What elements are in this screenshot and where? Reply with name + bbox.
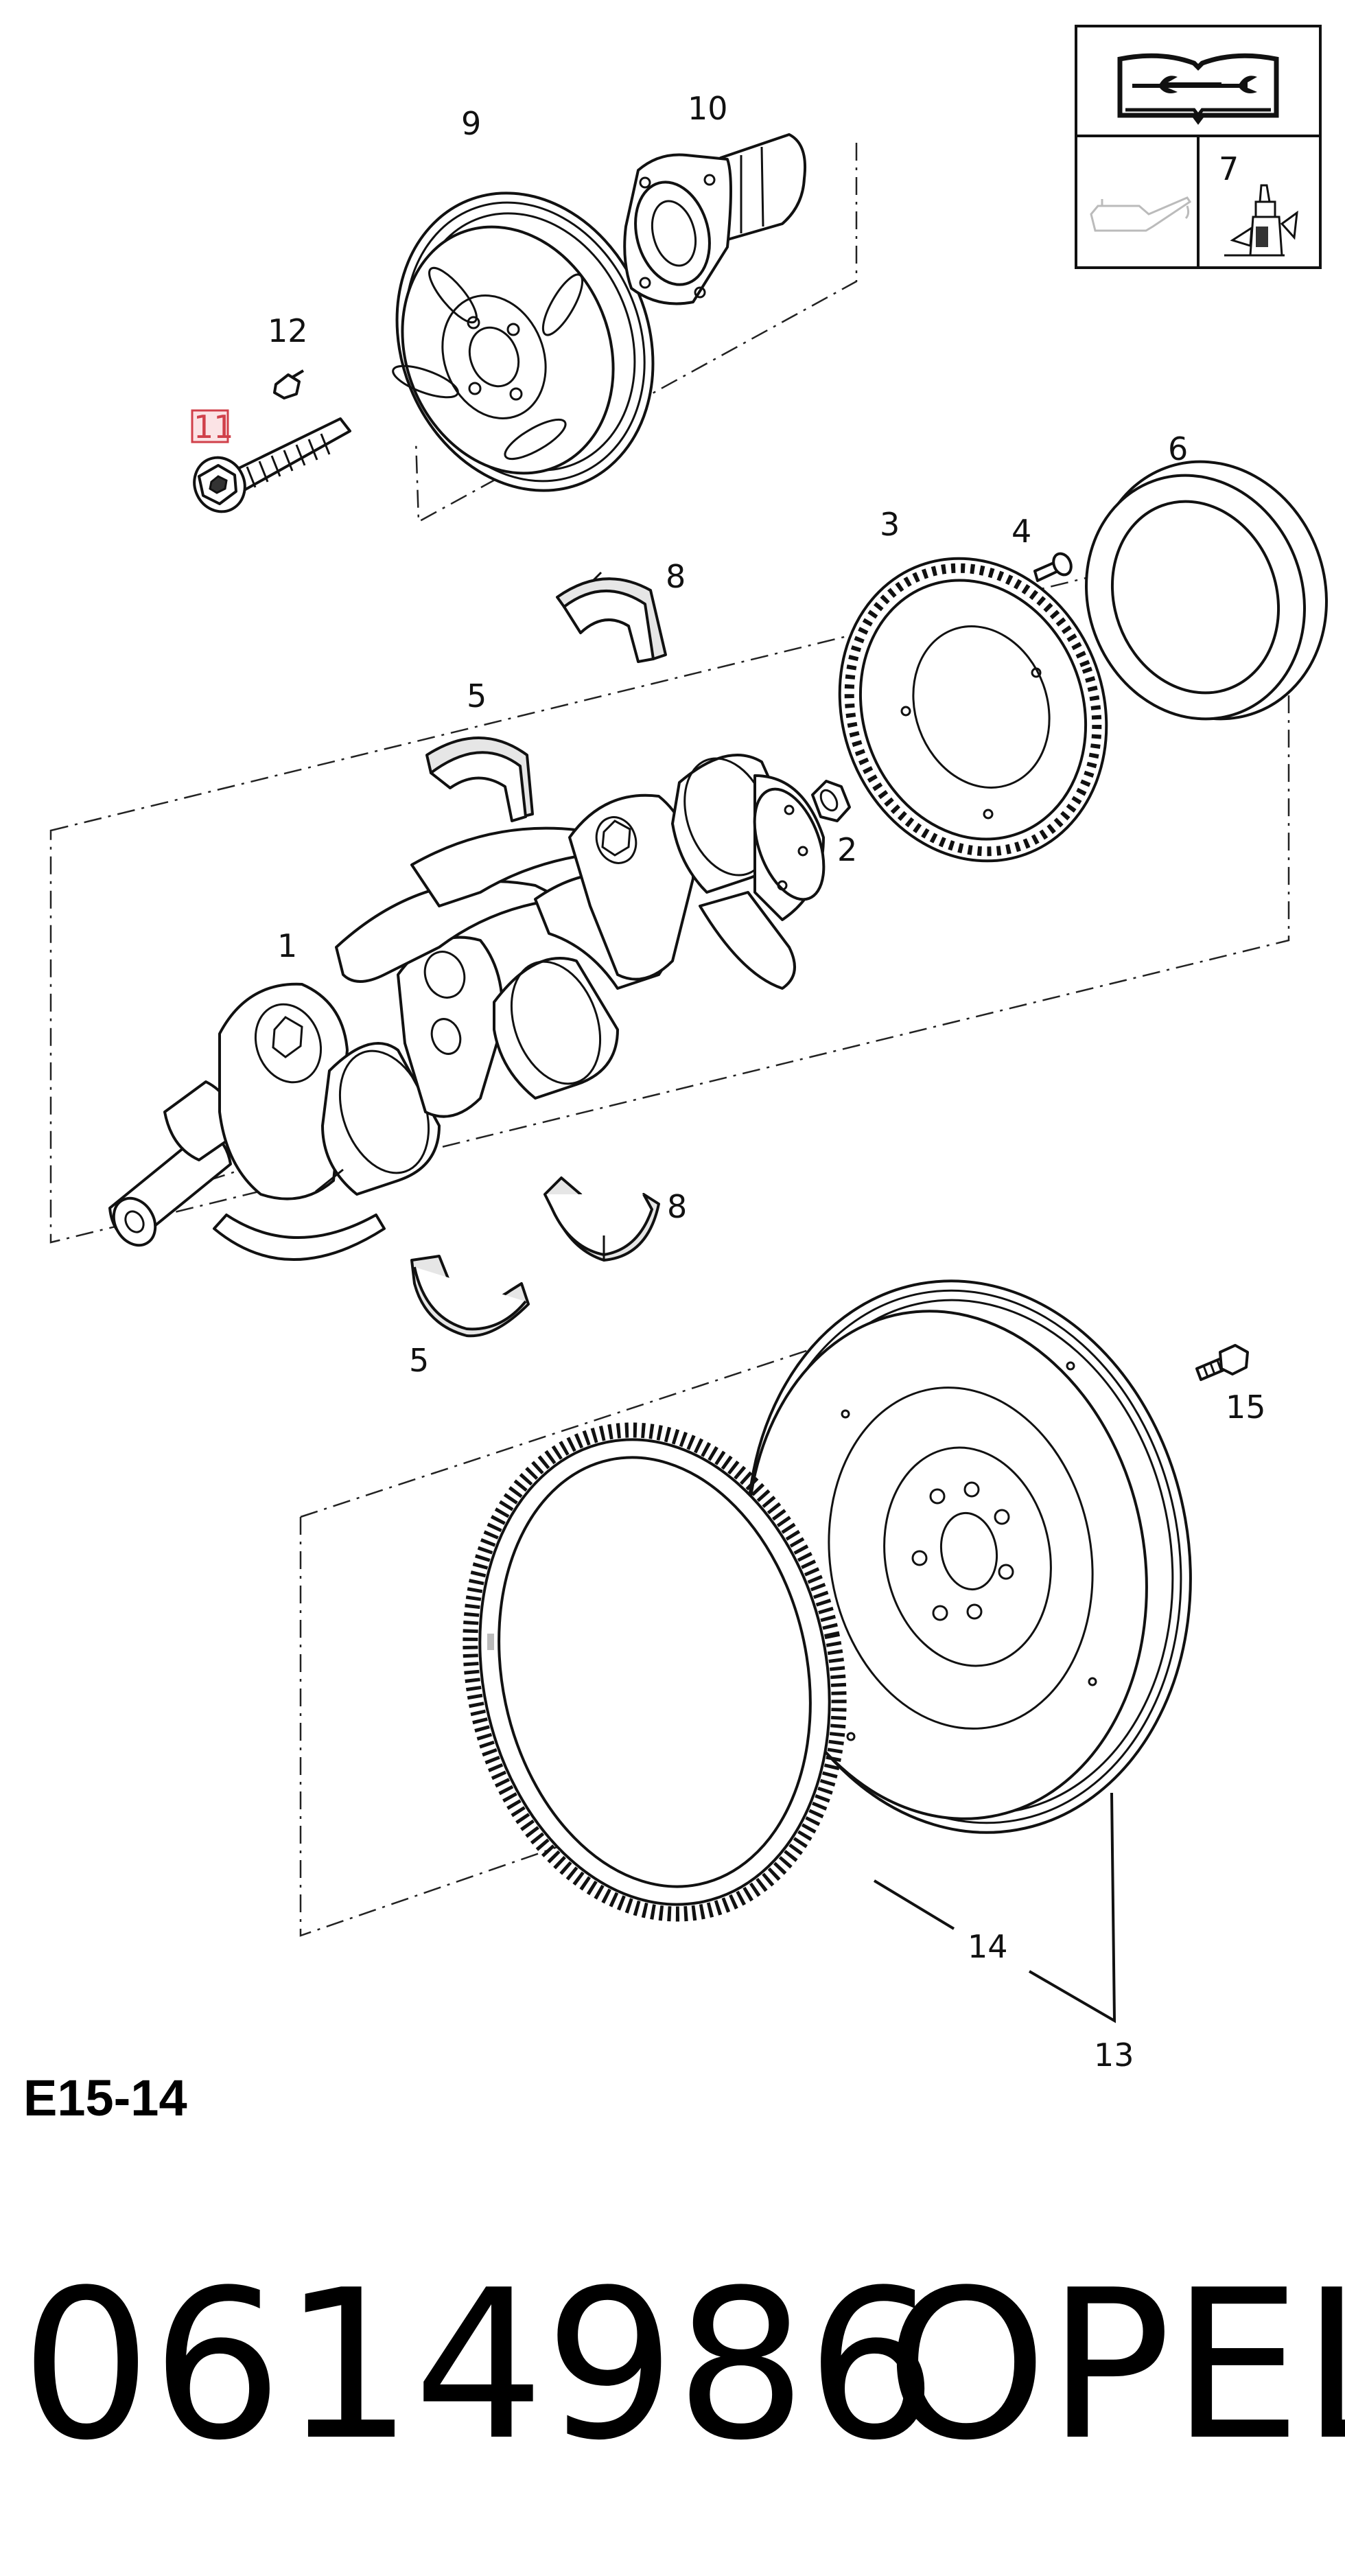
reluctor-ring [838, 557, 1108, 863]
lower-main-bearing-shell [543, 1176, 660, 1262]
callout-11: 11 [194, 408, 234, 445]
callout-8-upper: 8 [666, 558, 686, 595]
pilot-bushing [811, 780, 851, 822]
lower-conrod-bearing-shell [410, 1255, 530, 1338]
callout-1: 1 [277, 927, 297, 964]
screw-4 [1033, 552, 1073, 582]
upper-main-bearing-shell [556, 571, 667, 663]
callout-5-lower: 5 [409, 1342, 429, 1379]
callout-7: 7 [1219, 150, 1239, 187]
repair-manual-icon [1117, 53, 1279, 125]
callout-5-upper: 5 [467, 677, 487, 715]
sealant-bottle-icon [1224, 184, 1298, 257]
callout-4: 4 [1011, 513, 1031, 550]
callout-9: 9 [461, 105, 481, 142]
callout-3: 3 [880, 506, 900, 543]
callout-12: 12 [268, 312, 308, 349]
crankshaft-sprocket [623, 133, 806, 305]
flywheel-bolt [1195, 1344, 1249, 1381]
part-number: 0614986 [21, 2246, 937, 2485]
crankshaft-pulley [392, 192, 655, 492]
callout-8-lower: 8 [667, 1188, 687, 1225]
legend-box: 7 [1075, 25, 1322, 269]
callout-14: 14 [968, 1928, 1008, 1965]
brand-name: OPEL [885, 2246, 1345, 2485]
crankshaft [108, 754, 826, 1261]
callout-15: 15 [1226, 1389, 1266, 1426]
rear-oil-seal [1085, 460, 1328, 721]
callout-11-highlight [191, 409, 229, 443]
bolt-12 [273, 369, 305, 399]
pulley-bolt [193, 417, 351, 513]
oil-can-icon [1090, 196, 1192, 232]
callout-13: 13 [1094, 2037, 1134, 2074]
diagram-code: E15-14 [23, 2069, 187, 2126]
callout-10: 10 [688, 90, 728, 127]
ring-gear [463, 1422, 847, 1922]
leader-line-13 [1028, 1792, 1116, 2023]
leader-line-14 [873, 1879, 955, 1930]
callout-6: 6 [1168, 430, 1188, 467]
callout-2: 2 [837, 831, 857, 868]
upper-conrod-bearing-shell [425, 736, 534, 822]
